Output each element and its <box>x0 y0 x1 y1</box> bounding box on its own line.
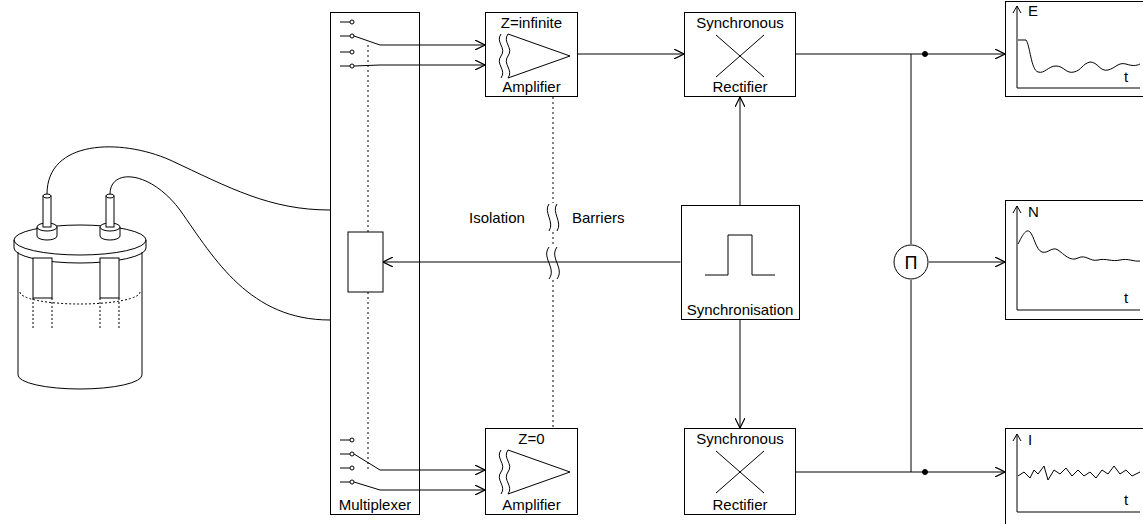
node-text: Rectifier <box>712 496 767 513</box>
switch-driver <box>348 232 383 292</box>
signal-arrow <box>420 490 485 491</box>
signal-arrow <box>578 54 684 55</box>
chart-panel: It <box>1005 428 1143 524</box>
signal-arrow <box>911 280 912 472</box>
chart-plot <box>1013 6 1140 512</box>
axis-label: N <box>1028 203 1039 220</box>
multiplexer-box: Multiplexer <box>330 12 420 515</box>
barrier-label: Isolation <box>468 209 526 226</box>
pulse-symbol <box>705 235 775 275</box>
axis-label: I <box>1028 431 1032 448</box>
axis-label: t <box>1124 289 1128 306</box>
axis-label: E <box>1028 2 1038 19</box>
node-text: Synchronous <box>696 14 784 31</box>
rectifier-box: SynchronousRectifier <box>684 428 796 515</box>
node-text: Amplifier <box>502 496 560 513</box>
signal-arrow <box>383 262 681 263</box>
amplifier-box: Z=infiniteAmplifier <box>485 12 578 97</box>
signal-arrow <box>740 97 741 205</box>
node-text: Multiplexer <box>339 496 412 513</box>
chart-panel: Et <box>1005 1 1143 97</box>
cell-wire <box>110 177 330 320</box>
signal-arrow <box>420 45 485 46</box>
rectifier-symbol <box>716 451 764 493</box>
node-text: Synchronisation <box>687 301 794 318</box>
switch-symbol <box>340 20 420 490</box>
axis-label: t <box>1124 68 1128 85</box>
chart-panel: Nt <box>1005 200 1143 320</box>
signal-arrow <box>420 65 485 66</box>
isolation-barrier <box>547 247 560 279</box>
node-text: Z=infinite <box>501 14 562 31</box>
switch-linkage <box>368 45 369 470</box>
node-text: Amplifier <box>502 78 560 95</box>
electrochemical-cell <box>14 194 146 389</box>
barrier-label: Barriers <box>571 209 626 226</box>
node-text: Z=0 <box>518 430 544 447</box>
signal-arrow <box>796 54 1005 55</box>
node-text: Rectifier <box>712 78 767 95</box>
signal-arrow <box>929 262 1005 263</box>
signal-arrow <box>420 470 485 471</box>
sync-box: Synchronisation <box>681 205 800 320</box>
cell-wire <box>47 147 330 210</box>
signal-arrow <box>740 320 741 428</box>
node-text: Π <box>904 254 918 271</box>
axis-label: t <box>1124 491 1128 508</box>
amplifier-symbol <box>499 34 570 494</box>
signal-arrow <box>911 54 912 244</box>
node-text: Synchronous <box>696 430 784 447</box>
isolation-barrier <box>547 204 558 231</box>
rectifier-box: SynchronousRectifier <box>684 12 796 97</box>
signal-arrow <box>796 472 1005 473</box>
product-circle: Π <box>893 244 929 280</box>
rectifier-symbol <box>716 35 764 77</box>
amplifier-box: Z=0Amplifier <box>485 428 578 515</box>
